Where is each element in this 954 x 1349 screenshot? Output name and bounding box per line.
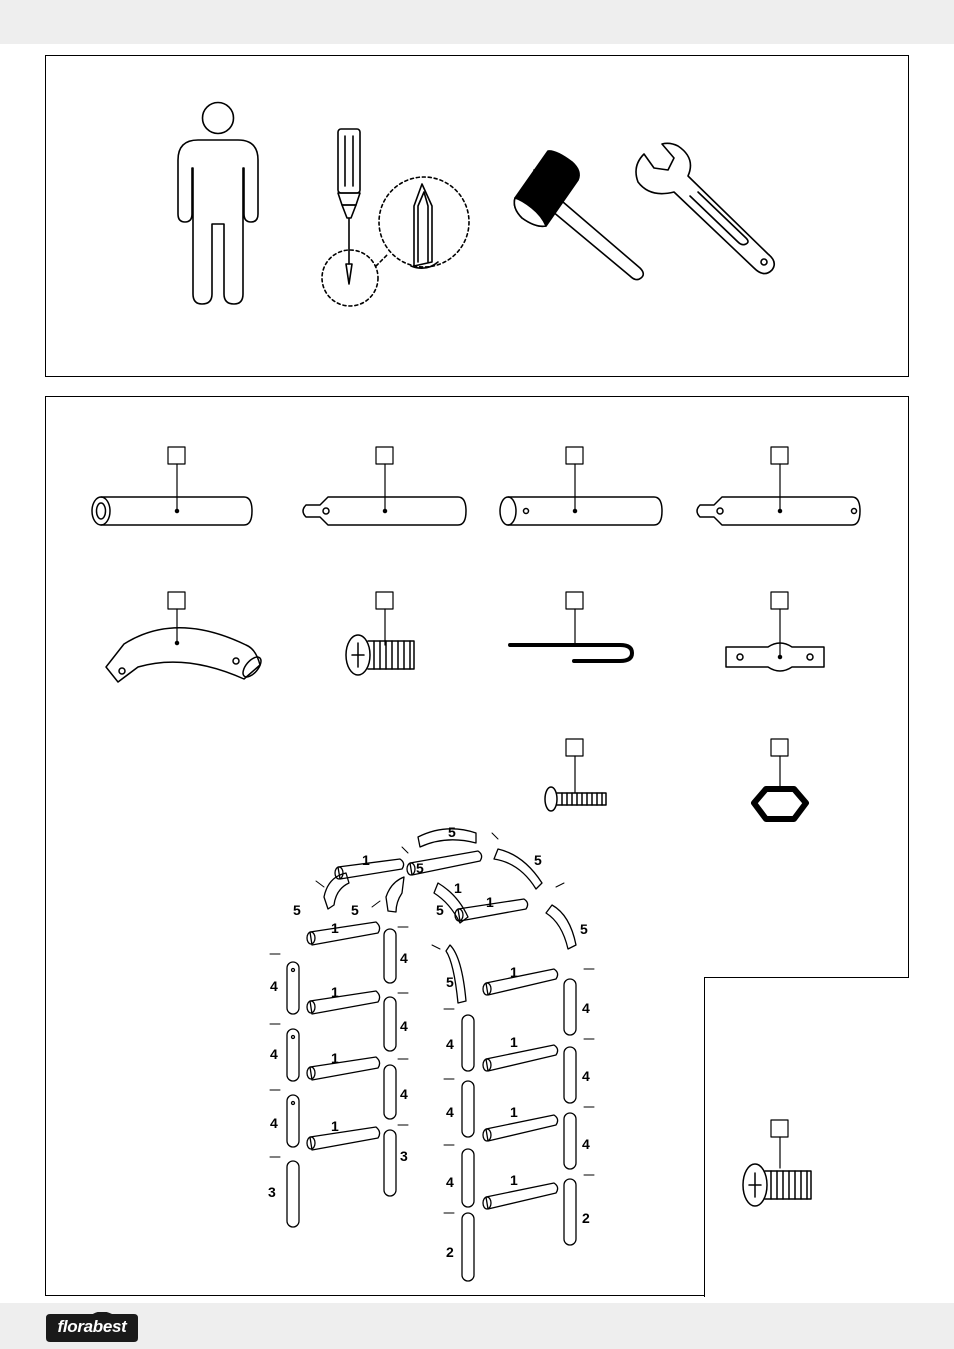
label-ll-3: 3 bbox=[268, 1184, 276, 1200]
header-band bbox=[0, 0, 954, 44]
assembly-screws bbox=[269, 832, 595, 1214]
label-lr-4b: 4 bbox=[400, 1018, 408, 1034]
label-ll-4b: 4 bbox=[270, 1046, 278, 1062]
label-right-arch-inner: 5 bbox=[436, 902, 444, 918]
long-screw bbox=[544, 786, 607, 812]
tube-open-with-hole bbox=[499, 496, 663, 526]
brand-name: florabest bbox=[57, 1317, 127, 1336]
top-frame bbox=[406, 828, 577, 1004]
label-rl-2: 2 bbox=[446, 1244, 454, 1260]
label-right-arch-outer: 5 bbox=[580, 921, 588, 937]
label-left-arch-outer: 5 bbox=[293, 902, 301, 918]
label-arch-top-left: 5 bbox=[448, 824, 456, 840]
label-rl-4a: 4 bbox=[446, 1036, 454, 1052]
phillips-screwdriver-icon bbox=[321, 128, 470, 307]
rubber-mallet-icon bbox=[513, 150, 645, 281]
label-arch-top-mid: 5 bbox=[416, 860, 424, 876]
label-bar-r2: 1 bbox=[510, 1034, 518, 1050]
tube-crimped-one-end bbox=[302, 496, 467, 526]
label-lr-3: 3 bbox=[400, 1148, 408, 1164]
part-label-boxes bbox=[167, 446, 789, 794]
label-bar-l4: 1 bbox=[331, 1118, 339, 1134]
label-rl-4b: 4 bbox=[446, 1104, 454, 1120]
label-bar-r4: 1 bbox=[510, 1172, 518, 1188]
label-bar-r1: 1 bbox=[510, 964, 518, 980]
tube-crimped-with-hole bbox=[696, 496, 861, 526]
inset-detail-box bbox=[704, 977, 909, 1297]
label-ll-4c: 4 bbox=[270, 1115, 278, 1131]
label-rr-2: 2 bbox=[582, 1210, 590, 1226]
label-lr-4a: 4 bbox=[400, 950, 408, 966]
left-frame bbox=[286, 858, 405, 1228]
inset-pan-head-screw bbox=[742, 1119, 812, 1207]
label-left-arch-inner: 5 bbox=[351, 902, 359, 918]
label-rr-4b: 4 bbox=[582, 1068, 590, 1084]
label-rr-4c: 4 bbox=[582, 1136, 590, 1152]
label-lr-4c: 4 bbox=[400, 1086, 408, 1102]
label-bar-r3: 1 bbox=[510, 1104, 518, 1120]
parts-panel: 5 5 5 5 5 5 5 5 1 1 1 1 1 1 1 1 1 1 1 4 … bbox=[45, 396, 909, 1297]
florabest-logo: florabest bbox=[46, 1312, 138, 1342]
person-icon bbox=[177, 101, 259, 305]
open-end-wrench-icon bbox=[635, 142, 776, 275]
tools-panel bbox=[45, 55, 909, 377]
right-frame bbox=[461, 968, 577, 1282]
label-ridge-1: 1 bbox=[362, 852, 370, 868]
pan-head-screw bbox=[345, 634, 415, 676]
label-bar-l2: 1 bbox=[331, 984, 339, 1000]
label-right-arch-low: 5 bbox=[446, 974, 454, 990]
label-ll-4a: 4 bbox=[270, 978, 278, 994]
label-rr-4a: 4 bbox=[582, 1000, 590, 1016]
footer-band bbox=[0, 1303, 954, 1349]
connector-plate bbox=[725, 642, 825, 672]
label-ridge-3: 1 bbox=[486, 894, 494, 910]
arch-segment bbox=[105, 627, 262, 683]
label-ridge-2: 1 bbox=[454, 880, 462, 896]
label-rl-4c: 4 bbox=[446, 1174, 454, 1190]
label-arch-top-right: 5 bbox=[534, 852, 542, 868]
assembly-diagram: 5 5 5 5 5 5 5 5 1 1 1 1 1 1 1 1 1 1 1 4 … bbox=[268, 824, 595, 1282]
hex-nut bbox=[751, 786, 809, 822]
label-bar-l1: 1 bbox=[331, 920, 339, 936]
label-bar-l3: 1 bbox=[331, 1050, 339, 1066]
u-peg bbox=[508, 643, 634, 663]
tube-plain bbox=[91, 496, 253, 526]
